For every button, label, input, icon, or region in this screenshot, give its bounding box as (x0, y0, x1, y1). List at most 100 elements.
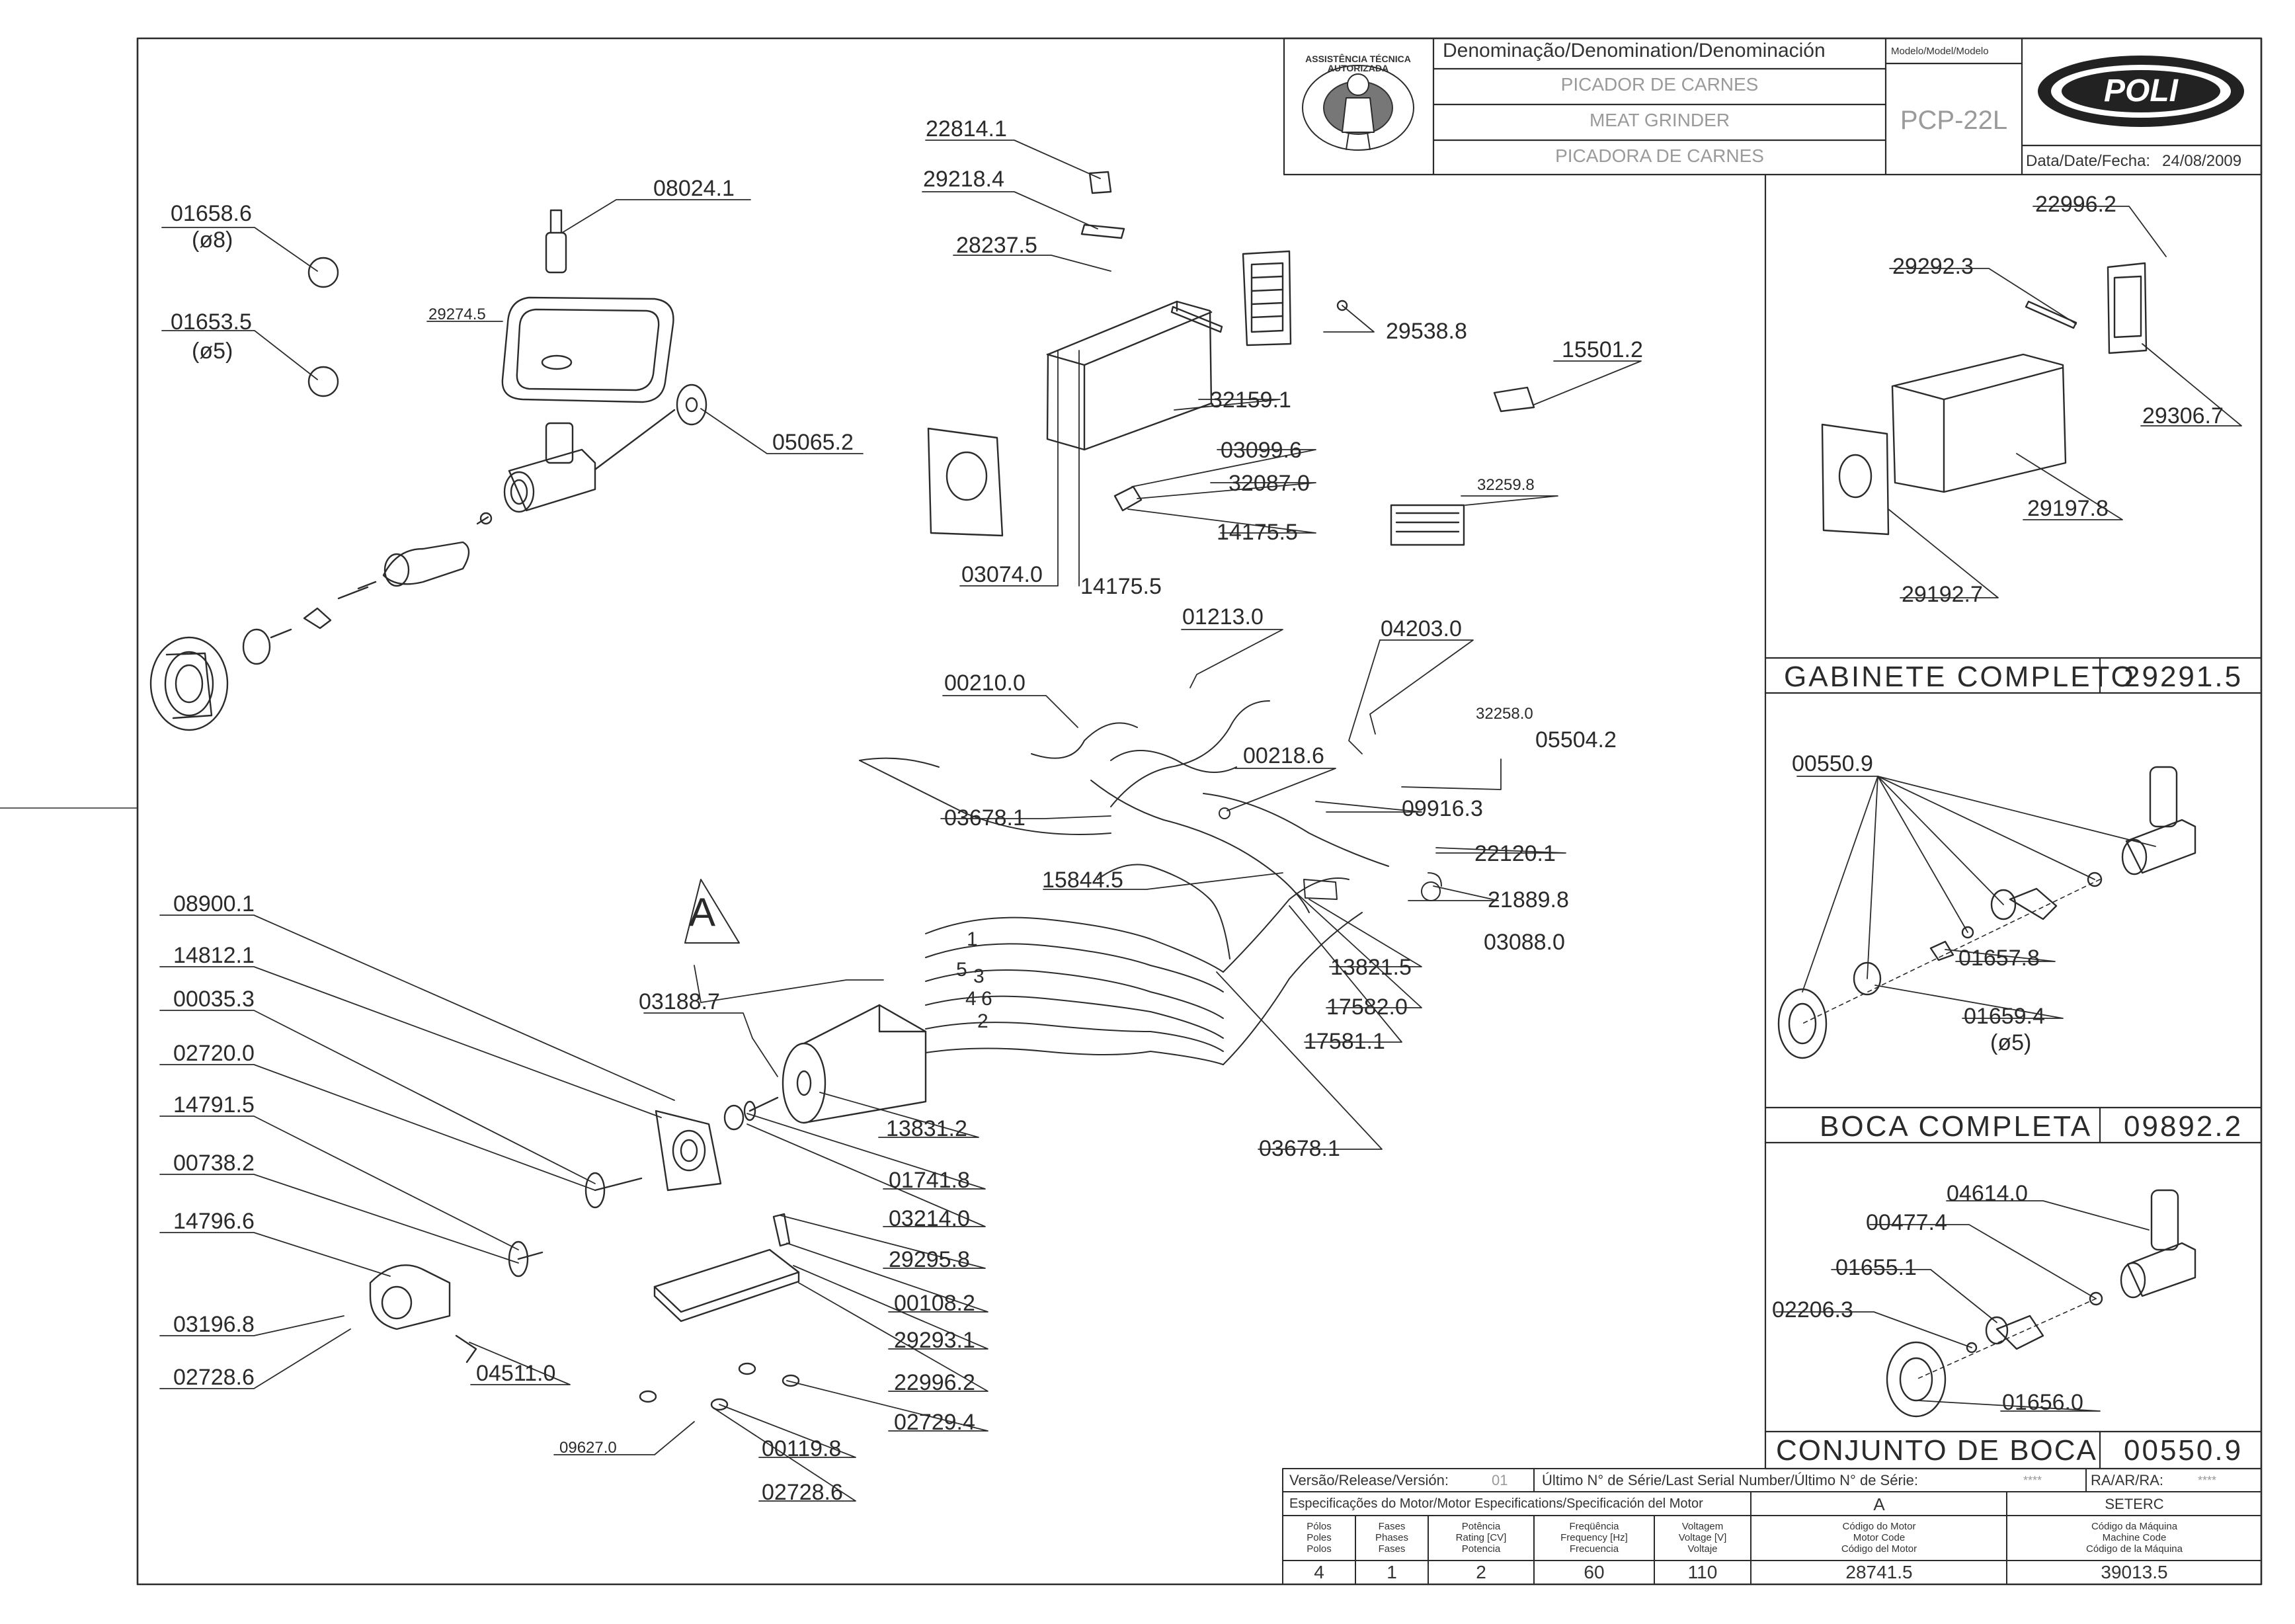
gabinete-section-code: 29291.5 (2124, 661, 2243, 693)
wire-number-2: 2 (977, 1010, 988, 1032)
motor-spec-label: Especificações do Motor/Motor Especifica… (1289, 1496, 1703, 1511)
part-label-32259-8: 32259.8 (1477, 476, 1535, 494)
part-label-09627-0: 09627.0 (559, 1439, 617, 1457)
part-label-01653-5: 01653.5 (171, 309, 252, 335)
part-label-02729-4: 02729.4 (894, 1410, 975, 1435)
wire-number-4: 4 (965, 988, 977, 1010)
seal-emblem (1302, 65, 1414, 151)
wire-number-3: 3 (973, 965, 985, 987)
boca-size-01659-4: (ø5) (1990, 1030, 2032, 1055)
boca-label-00550-9: 00550.9 (1792, 751, 1873, 776)
denomination-header: Denominação/Denomination/Denominación (1443, 40, 1826, 61)
voltage-value: 110 (1687, 1562, 1718, 1582)
machine-code-header: Código da Máquina Machine Code Código de… (2086, 1521, 2183, 1555)
product-name-pt: PICADOR DE CARNES (1560, 74, 1759, 95)
conjunto-section-title: CONJUNTO DE BOCA (1776, 1434, 2097, 1467)
serial-value: **** (2023, 1474, 2042, 1487)
wire-number-1: 1 (967, 928, 978, 950)
poli-logo (2038, 56, 2244, 127)
part-label-29538-8: 29538.8 (1386, 319, 1467, 344)
part-label-05504-2: 05504.2 (1535, 727, 1617, 752)
bottom-spec-block-lines (1282, 1468, 2262, 1585)
part-label-03214-0: 03214.0 (889, 1206, 970, 1231)
product-name-en: MEAT GRINDER (1589, 110, 1730, 130)
title-block-lines (1283, 37, 2263, 176)
poles-value: 4 (1314, 1562, 1324, 1582)
power-value: 2 (1476, 1562, 1486, 1582)
motor-reference-letter: A (688, 890, 716, 934)
part-label-00738-2: 00738.2 (173, 1151, 255, 1176)
frequency-value: 60 (1584, 1562, 1605, 1582)
part-label-05065-2: 05065.2 (772, 430, 854, 455)
part-label-02720-0: 02720.0 (173, 1041, 255, 1066)
part-label-28237-5: 28237.5 (956, 233, 1037, 258)
brand-logo-text: POLI (2103, 73, 2179, 108)
gabinete-label-29192-7: 29192.7 (1902, 582, 1983, 607)
part-label-03099-6: 03099.6 (1221, 438, 1302, 463)
part-label-02728-6-left: 02728.6 (173, 1365, 255, 1390)
conjunto-label-00477-4: 00477.4 (1866, 1210, 1947, 1235)
boca-drawing (1777, 766, 2196, 1059)
part-label-13821-5: 13821.5 (1330, 955, 1412, 980)
frequency-header: Freqüência Frequency [Hz] Frecuencia (1560, 1521, 1628, 1555)
seal-text: ASSISTÊNCIA TÉCNICA AUTORIZADA (1305, 54, 1411, 73)
part-label-03074-0: 03074.0 (961, 562, 1043, 587)
gabinete-label-29306-7: 29306.7 (2142, 403, 2224, 428)
part-label-04511-0: 04511.0 (476, 1361, 556, 1386)
phases-value: 1 (1387, 1562, 1397, 1582)
part-label-14796-6: 14796.6 (173, 1209, 255, 1234)
version-value: 01 (1492, 1472, 1508, 1488)
conjunto-label-01656-0: 01656.0 (2002, 1390, 2083, 1415)
part-label-01658-6: 01658.6 (171, 201, 252, 226)
motor-class: A (1873, 1494, 1885, 1514)
part-label-15844-5: 15844.5 (1042, 868, 1123, 893)
gabinete-label-29197-8: 29197.8 (2027, 496, 2109, 521)
part-label-29295-8: 29295.8 (889, 1247, 970, 1272)
part-label-03188-7: 03188.7 (639, 989, 720, 1014)
part-label-03678-1-lower: 03678.1 (1259, 1136, 1340, 1161)
leader-lines (159, 140, 2242, 1502)
right-column-frame (1764, 173, 2263, 1470)
part-label-15501-2: 15501.2 (1562, 337, 1643, 362)
wire-number-5: 5 (956, 959, 967, 981)
conjunto-drawing (1886, 1189, 2196, 1418)
conjunto-label-04614-0: 04614.0 (1947, 1181, 2028, 1206)
version-label: Versão/Release/Versión: (1289, 1472, 1449, 1488)
part-size-01658-6: (ø8) (192, 227, 233, 253)
gabinete-section-title: GABINETE COMPLETO (1784, 661, 2136, 693)
serial-label: Último N° de Série/Last Serial Number/Úl… (1542, 1472, 1919, 1488)
wiring (859, 700, 1442, 1065)
ra-label: RA/AR/RA: (2091, 1472, 2164, 1488)
motor-reference-marker (684, 879, 740, 944)
machine-code-value: 39013.5 (2101, 1562, 2168, 1582)
part-label-01741-8: 01741.8 (889, 1168, 970, 1193)
part-label-03678-1-upper: 03678.1 (944, 805, 1026, 831)
part-label-22996-2: 22996.2 (894, 1370, 975, 1395)
ra-value: **** (2198, 1474, 2217, 1487)
part-label-03088-0: 03088.0 (1484, 930, 1565, 955)
part-label-29274-5: 29274.5 (428, 305, 486, 323)
part-label-08900-1: 08900.1 (173, 891, 255, 916)
sheet-frame (136, 37, 2263, 1586)
part-label-32159-1: 32159.1 (1210, 387, 1291, 413)
model-number: PCP-22L (1900, 106, 2008, 135)
part-label-03196-8: 03196.8 (173, 1312, 255, 1337)
motor-parts (369, 1004, 927, 1363)
model-header: Modelo/Model/Modelo (1891, 46, 1989, 57)
part-label-01213-0: 01213.0 (1182, 604, 1264, 629)
part-label-00035-3: 00035.3 (173, 987, 255, 1012)
date-label: Data/Date/Fecha: (2026, 152, 2151, 170)
phases-header: Fases Phases Fases (1375, 1521, 1409, 1555)
part-label-14812-1: 14812.1 (173, 943, 255, 968)
part-label-17581-1: 17581.1 (1304, 1029, 1385, 1054)
part-label-29218-4: 29218.4 (923, 167, 1004, 192)
supplier: SETERC (2105, 1496, 2164, 1512)
part-label-21889-8: 21889.8 (1488, 887, 1569, 913)
part-label-22814-1: 22814.1 (926, 116, 1007, 142)
part-label-14175-5-top: 14175.5 (1217, 520, 1298, 545)
part-label-09916-3: 09916.3 (1402, 796, 1483, 821)
boca-section-code: 09892.2 (2124, 1110, 2243, 1143)
gabinete-drawing (1821, 262, 2148, 536)
date-value: 24/08/2009 (2162, 152, 2242, 170)
